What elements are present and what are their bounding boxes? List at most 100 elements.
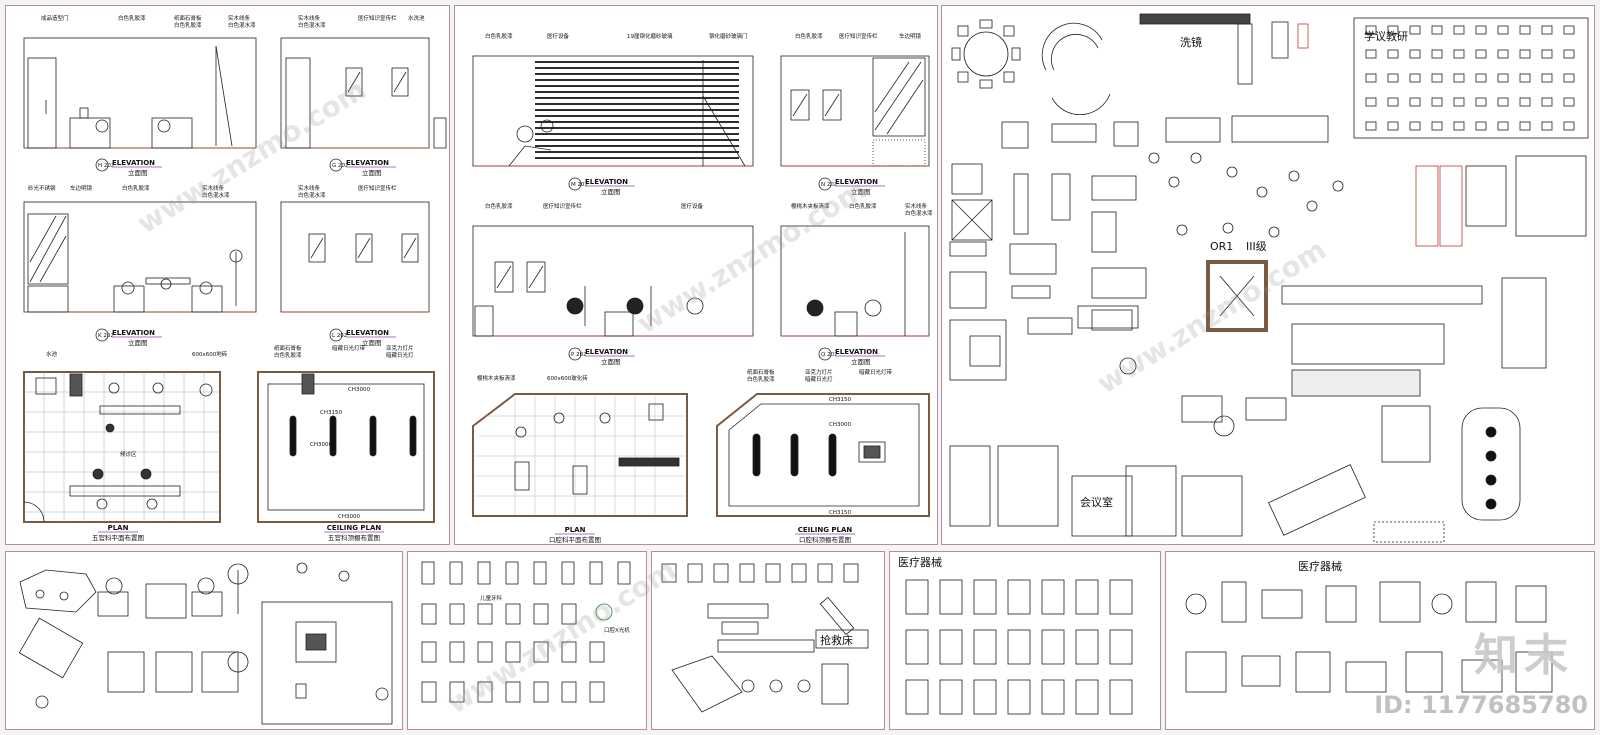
dental-department-drawings: 白色乳胶漆 医疗设备 19厘钢化磨砂玻璃 钢化磨砂玻璃门 M 202 ELEVA… [472,32,933,544]
furniture-blocks: 洗镜 OR1 III级 会议室 学议教研 [949,13,1589,543]
marker-text: K 202 [98,333,114,339]
level-label: III级 [1246,240,1267,253]
label: 暗藏日光灯带 [859,368,893,376]
label: 医疗设备 [681,202,704,210]
study-label: 学议教研 [1364,29,1408,43]
floor-plan [23,371,221,523]
ceiling-plan [257,371,435,523]
elevation-title: ELEVATION [835,178,878,186]
classroom-desks [1353,17,1589,139]
elevation-h [23,37,257,149]
label: 600x600地砖 [192,350,228,358]
elevation-title: ELEVATION [585,178,628,186]
ceiling-height: CH3150 [829,510,851,516]
elevation-subtitle: 立面图 [601,357,621,366]
meeting-label: 会议室 [1080,495,1113,509]
label: 白色混水漆 [905,209,933,217]
or-label: OR1 [1210,240,1233,253]
plan-title: PLAN [565,526,586,534]
marker-p: P 202 ELEVATION 立面图 [568,347,635,366]
label: 白色乳胶漆 [122,184,150,192]
label: 亚克力灯片 [386,344,414,352]
elevation-subtitle: 立面图 [601,187,621,196]
reception-blocks [18,562,393,725]
brand-logo: 知末 [1474,630,1574,681]
marker-text: N 202 [821,182,837,188]
label: 暗藏日光灯 [386,351,414,359]
label: 医疗知识宣传栏 [358,184,397,192]
elevation-subtitle: 立面图 [128,168,148,177]
medical-devices-b: 医疗器械 [1185,559,1553,693]
marker-text: H 202 [98,163,114,169]
label: 白色乳胶漆 [174,21,202,29]
rescue-bed-button: 抢救床 [820,633,853,647]
office-tables [1001,115,1329,149]
marker-g: G 202 ELEVATION 立面图 [329,158,396,177]
ceiling-plan-subtitle: 口腔科顶棚布置图 [799,535,851,544]
elevation-g [280,37,447,149]
elevation-subtitle: 立面图 [128,338,148,347]
label: 600x600玻化砖 [547,374,588,382]
label: 亚克力灯片 [805,368,833,376]
label: 纸面石膏板 [274,344,302,352]
label: 医疗知识宣传栏 [358,14,397,22]
label: 白色混水漆 [228,21,256,29]
label: 砂光不锈钢 [28,184,56,192]
label: 19厘钢化磨砂玻璃 [627,32,673,40]
label: 候诊区 [120,450,137,458]
elevation-k [23,201,257,313]
label: 水池 [46,350,58,358]
marker-k: K 202 ELEVATION 立面图 [95,328,162,347]
label: 实木线条 [202,184,225,192]
marker-q: Q 202 ELEVATION 立面图 [818,347,885,366]
elevation-subtitle: 立面图 [362,338,382,347]
elevation-n [780,55,930,167]
label: 白色混水漆 [298,21,326,29]
label: 实木线条 [228,14,251,22]
resource-id: ID: 1177685780 [1374,691,1588,719]
label: 暗藏日光灯 [805,375,833,383]
ceiling-height: CH3000 [348,387,370,393]
medical-devices-title: 医疗器械 [898,555,942,569]
marker-h: H 202 ELEVATION 立面图 [95,158,162,177]
label: 医疗知识宣传栏 [543,202,582,210]
round-table [951,19,1021,89]
label: 白色混水漆 [298,191,326,199]
elevation-l [280,201,430,313]
label: 白色乳胶漆 [118,14,146,22]
label: 成品造型门 [41,14,69,22]
marker-text: G 202 [332,163,349,169]
elevation-title: ELEVATION [585,348,628,356]
marker-m: M 202 ELEVATION 立面图 [568,177,635,196]
sheet-ent-department: 成品造型门 白色乳胶漆 纸面石膏板 白色乳胶漆 实木线条 白色混水漆 H 202… [5,5,450,545]
medical-devices-title: 医疗器械 [1298,559,1342,573]
elevation-title: ELEVATION [346,329,389,337]
kids-dental-label: 儿童牙科 [480,594,503,602]
ent-department-drawings: 成品造型门 白色乳胶漆 纸面石膏板 白色乳胶漆 实木线条 白色混水漆 H 202… [23,14,447,542]
sheet-dental-equipment-b: 抢救床 [651,551,885,730]
label: 水洗池 [408,14,425,22]
ceiling-plan-title: CEILING PLAN [327,524,382,532]
elevation-subtitle: 立面图 [362,168,382,177]
label: 白色乳胶漆 [795,32,823,40]
elevation-m [472,55,754,167]
label: 樱桃木夹板清漆 [477,374,516,382]
sheet-reception-blocks [5,551,403,730]
marker-n: N 202 ELEVATION 立面图 [818,177,885,196]
lab-benches [1281,155,1587,397]
or-room [1206,260,1268,332]
elevation-q [780,225,930,337]
medical-devices-a: 医疗器械 [898,555,1133,715]
dental-equipment-b: 抢救床 [661,563,869,713]
sofa-set [1181,395,1287,437]
ceiling-height: CH3000 [310,442,332,448]
plan-subtitle: 口腔科平面布置图 [549,535,601,544]
ceiling-height: CH3000 [338,514,360,520]
ceiling-plan-title: CEILING PLAN [798,526,853,534]
ceiling-height: CH3150 [320,410,342,416]
xray-label: 口腔X光机 [604,626,630,634]
plan-subtitle: 五官科平面布置图 [92,533,144,542]
elevation-title: ELEVATION [346,159,389,167]
sheet-medical-devices-a: 医疗器械 [889,551,1161,730]
elevation-p [472,225,754,337]
